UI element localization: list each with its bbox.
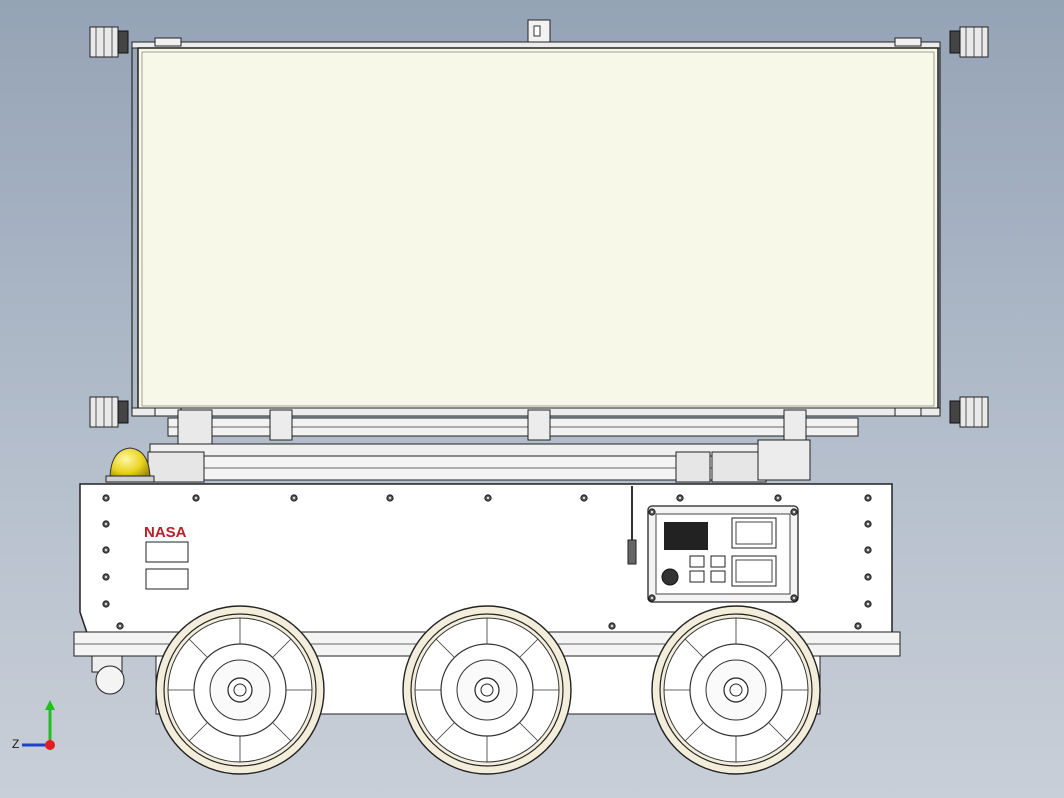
coordinate-triad-icon: Z [12,700,55,751]
status-display [664,522,708,550]
warning-beacon-icon [105,447,155,483]
wheel-middle [402,605,572,775]
nasa-logo: NASA [144,524,187,541]
wheel-left [155,605,325,775]
control-panel [647,505,799,603]
power-knob-icon [661,568,679,586]
top-panel [131,37,941,417]
wheel-right [651,605,821,775]
z-axis-label: Z [12,737,19,751]
